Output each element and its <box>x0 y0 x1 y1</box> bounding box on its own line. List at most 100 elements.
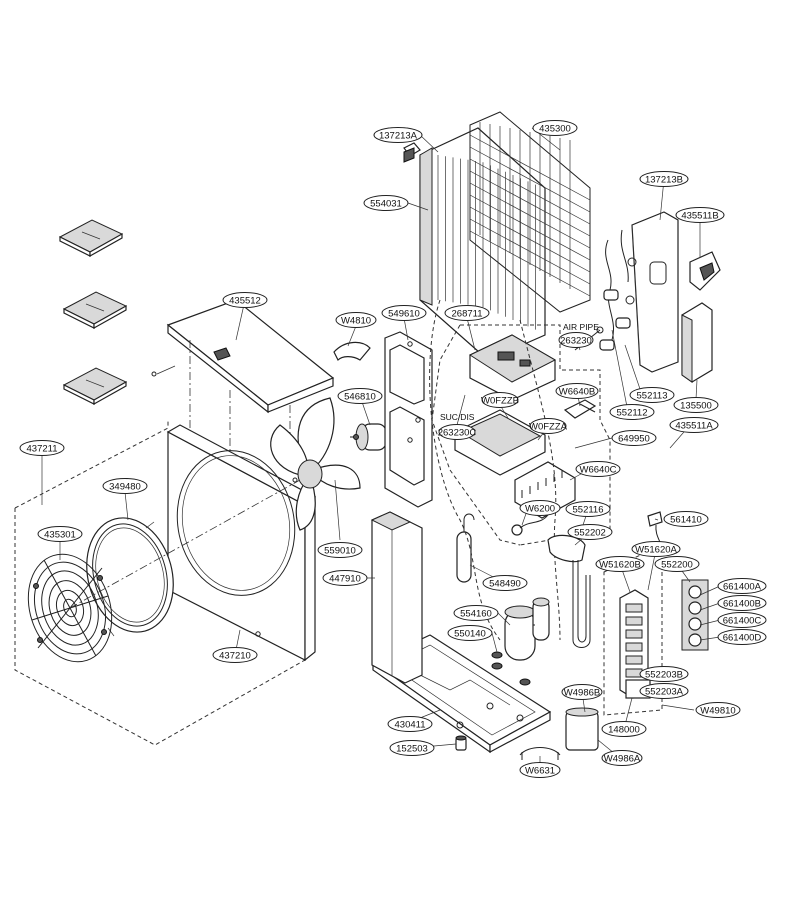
label-549610: 549610 <box>381 305 427 321</box>
label-268711-text: 268711 <box>452 308 483 319</box>
label-w6200: W6200 <box>519 500 561 516</box>
label-437210: 437210 <box>212 647 258 663</box>
fuse-holders <box>681 579 709 651</box>
label-552112: 552112 <box>609 404 655 420</box>
label-546810-text: 546810 <box>344 391 376 402</box>
label-561410: 561410 <box>663 511 709 527</box>
label-435511a: 435511A <box>669 417 719 433</box>
label-649950-text: 649950 <box>618 433 650 444</box>
label-552203a: 552203A <box>639 683 689 699</box>
label-552202: 552202 <box>567 524 613 540</box>
label-552113: 552113 <box>629 387 675 403</box>
label-437210-text: 437210 <box>219 650 251 661</box>
label-w4986b-text: W4986B <box>564 687 600 698</box>
label-552113-text: 552113 <box>637 390 668 401</box>
motor-mount <box>384 331 433 508</box>
manual-booklet-2 <box>62 291 128 330</box>
label-w51620b: W51620B <box>595 556 645 572</box>
label-w6640c: W6640C <box>575 461 621 477</box>
manual-booklet-3 <box>62 367 128 406</box>
label-435512: 435512 <box>222 292 268 308</box>
label-430411-text: 430411 <box>395 719 426 730</box>
label-661400b: 661400B <box>717 595 767 611</box>
label-661400a: 661400A <box>717 578 767 594</box>
suc-dis-label: SUC/DIS <box>440 412 475 422</box>
label-w6640c-text: W6640C <box>580 464 617 475</box>
label-447910: 447910 <box>322 570 368 586</box>
condenser-coil <box>403 127 546 361</box>
sensor-w6640b <box>563 399 597 419</box>
accumulator <box>456 513 475 583</box>
label-550140-text: 550140 <box>454 628 486 639</box>
label-349480: 349480 <box>102 478 148 494</box>
label-435300-text: 435300 <box>539 123 571 134</box>
label-552112-text: 552112 <box>617 407 648 418</box>
drain-plug <box>455 735 467 751</box>
label-135500-text: 135500 <box>680 400 712 411</box>
label-435512-text: 435512 <box>229 295 261 306</box>
label-w51620a: W51620A <box>631 541 681 557</box>
label-w49810: W49810 <box>695 702 741 718</box>
control-box <box>468 334 557 401</box>
label-263230: 263230 <box>558 332 594 348</box>
label-550140: 550140 <box>447 625 493 641</box>
label-w0fzza-text: W0FZZA <box>529 421 568 432</box>
label-554031-text: 554031 <box>370 198 402 209</box>
label-661400d-text: 661400D <box>723 632 762 643</box>
bracket-w4810 <box>333 341 371 362</box>
label-137213a: 137213A <box>373 127 423 143</box>
label-268711: 268711 <box>444 305 490 321</box>
control-board <box>454 409 546 476</box>
label-w4986b: W4986B <box>561 684 603 700</box>
label-w0fzzb: W0FZZB <box>481 392 519 408</box>
label-263230-text: 263230 <box>560 335 592 346</box>
label-w51620a-text: W51620A <box>635 544 677 555</box>
label-552116-text: 552116 <box>573 504 604 515</box>
label-430411: 430411 <box>387 716 433 732</box>
label-552116: 552116 <box>565 501 611 517</box>
label-w0fzza: W0FZZA <box>529 418 568 434</box>
label-137213b-text: 137213B <box>645 174 683 185</box>
label-w51620b-text: W51620B <box>599 559 641 570</box>
label-435511a-text: 435511A <box>675 420 713 431</box>
label-135500: 135500 <box>673 397 719 413</box>
label-w6640b: W6640B <box>555 383 599 399</box>
label-435300: 435300 <box>532 120 578 136</box>
label-552200: 552200 <box>654 556 700 572</box>
wire-w6200 <box>511 514 549 536</box>
label-554160-text: 554160 <box>460 608 492 619</box>
label-561410-text: 561410 <box>670 514 702 525</box>
service-cover <box>681 302 713 383</box>
label-w4810: W4810 <box>335 312 377 328</box>
clamp-w4986 <box>565 707 599 751</box>
label-263230c-text: 263230C <box>438 427 477 438</box>
label-548490: 548490 <box>482 575 528 591</box>
label-554031: 554031 <box>363 195 409 211</box>
label-435301: 435301 <box>37 526 83 542</box>
partition-plate <box>370 511 423 684</box>
label-546810: 546810 <box>337 388 383 404</box>
propeller-fan <box>270 397 361 531</box>
label-w6640b-text: W6640B <box>559 386 595 397</box>
label-w0fzzb-text: W0FZZB <box>481 395 519 406</box>
label-435301-text: 435301 <box>44 529 76 540</box>
manual-booklet-1 <box>58 219 124 258</box>
label-w4986a-text: W4986A <box>604 753 641 764</box>
label-649950: 649950 <box>611 430 657 446</box>
label-552203b-text: 552203B <box>645 669 683 680</box>
label-552203b: 552203B <box>639 666 689 682</box>
label-437211-text: 437211 <box>27 443 58 454</box>
label-559010-text: 559010 <box>324 545 356 556</box>
label-w6631: W6631 <box>519 762 561 778</box>
label-w4810-text: W4810 <box>341 315 371 326</box>
label-w6200-text: W6200 <box>525 503 555 514</box>
label-w49810-text: W49810 <box>700 705 735 716</box>
label-552200-text: 552200 <box>661 559 693 570</box>
label-447910-text: 447910 <box>329 573 361 584</box>
label-661400c: 661400C <box>717 612 767 628</box>
label-661400d: 661400D <box>717 629 767 645</box>
fan-motor <box>350 423 395 451</box>
label-137213a-text: 137213A <box>379 130 418 141</box>
compressor <box>504 597 550 661</box>
